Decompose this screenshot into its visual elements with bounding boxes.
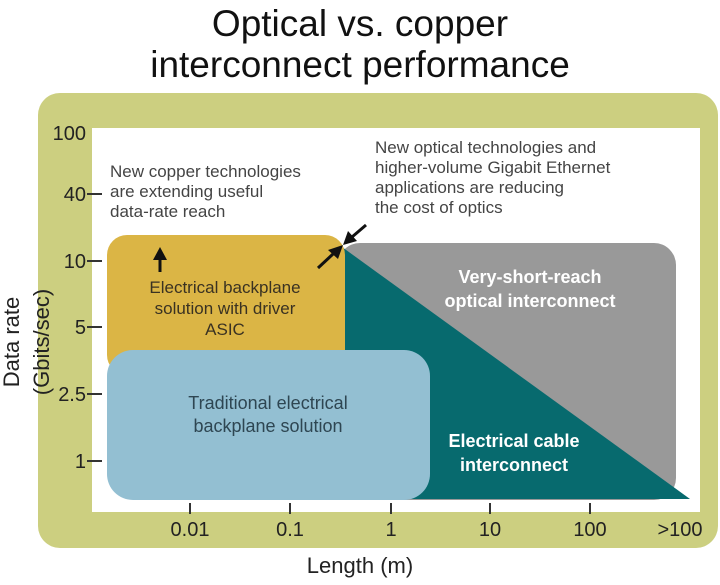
y-tick-label: 5: [75, 317, 86, 339]
region-backplane-asic: [107, 235, 345, 375]
x-tick-label: 0.01: [171, 519, 210, 541]
y-tick-label: 100: [53, 123, 86, 145]
x-tick-label: 100: [573, 519, 606, 541]
x-tick-label: 1: [385, 519, 396, 541]
y-tick-label: 10: [64, 251, 86, 273]
arrow-up-icon: [153, 247, 167, 272]
region-traditional-backplane: [107, 350, 430, 500]
chart-title-line-2: interconnect performance: [150, 44, 570, 85]
arrow-diagonal-icon: [316, 223, 367, 270]
y-axis-label: Data rate (Gbits/sec): [0, 288, 54, 396]
x-tick-label: 10: [479, 519, 501, 541]
x-tick-label: >100: [657, 519, 702, 541]
y-tick-label: 1: [75, 451, 86, 473]
x-tick-label: 0.1: [276, 519, 304, 541]
y-tick-label: 40: [64, 184, 86, 206]
y-tick-label: 2.5: [58, 384, 86, 406]
chart-title-line-1: Optical vs. copper: [211, 3, 509, 44]
x-axis-label: Length (m): [306, 553, 414, 578]
